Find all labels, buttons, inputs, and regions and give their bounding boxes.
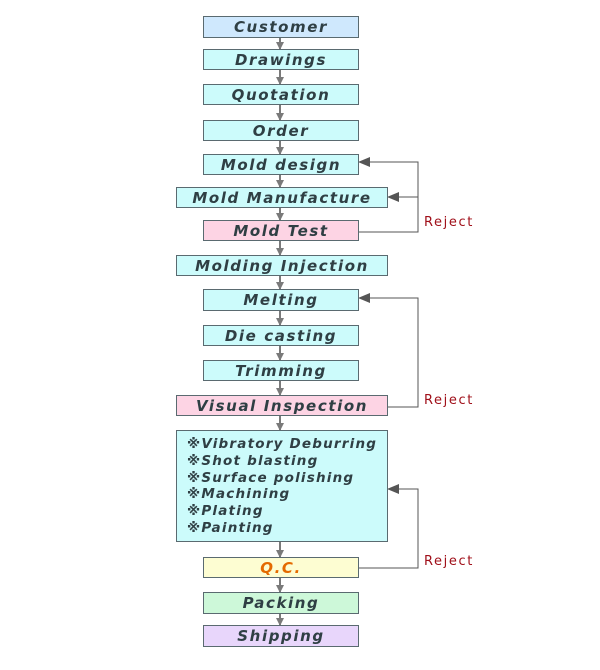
finishing-item: ※Vibratory Deburring	[187, 436, 378, 452]
finishing-item: ※Machining	[187, 486, 291, 503]
reject-label-mold-test: Reject	[424, 215, 474, 230]
step-finishing-processes: ※Vibratory Deburring ※Shot blasting ※Sur…	[176, 430, 388, 542]
finishing-item: ※Shot blasting	[187, 452, 319, 469]
step-trimming: Trimming	[203, 360, 359, 381]
reject-loop-qc	[358, 484, 419, 569]
reject-loop-visual-inspection	[358, 293, 419, 408]
reject-label-visual-inspection: Reject	[424, 393, 474, 408]
step-melting: Melting	[203, 289, 359, 311]
finishing-item: ※Plating	[187, 503, 264, 520]
reject-label-qc: Reject	[424, 554, 474, 569]
step-mold-design: Mold design	[203, 154, 359, 175]
finishing-item: ※Painting	[187, 519, 274, 536]
step-mold-manufacture: Mold Manufacture	[176, 187, 388, 208]
step-packing: Packing	[203, 592, 359, 614]
step-quotation: Quotation	[203, 84, 359, 105]
finishing-item: ※Surface polishing	[187, 469, 355, 486]
step-customer: Customer	[203, 16, 359, 38]
step-shipping: Shipping	[203, 625, 359, 647]
step-die-casting: Die casting	[203, 325, 359, 346]
step-qc: Q.C.	[203, 557, 359, 578]
step-visual-inspection: Visual Inspection	[176, 395, 388, 416]
step-molding-injection: Molding Injection	[176, 255, 388, 276]
step-drawings: Drawings	[203, 49, 359, 70]
step-order: Order	[203, 120, 359, 141]
step-mold-test: Mold Test	[203, 220, 359, 241]
